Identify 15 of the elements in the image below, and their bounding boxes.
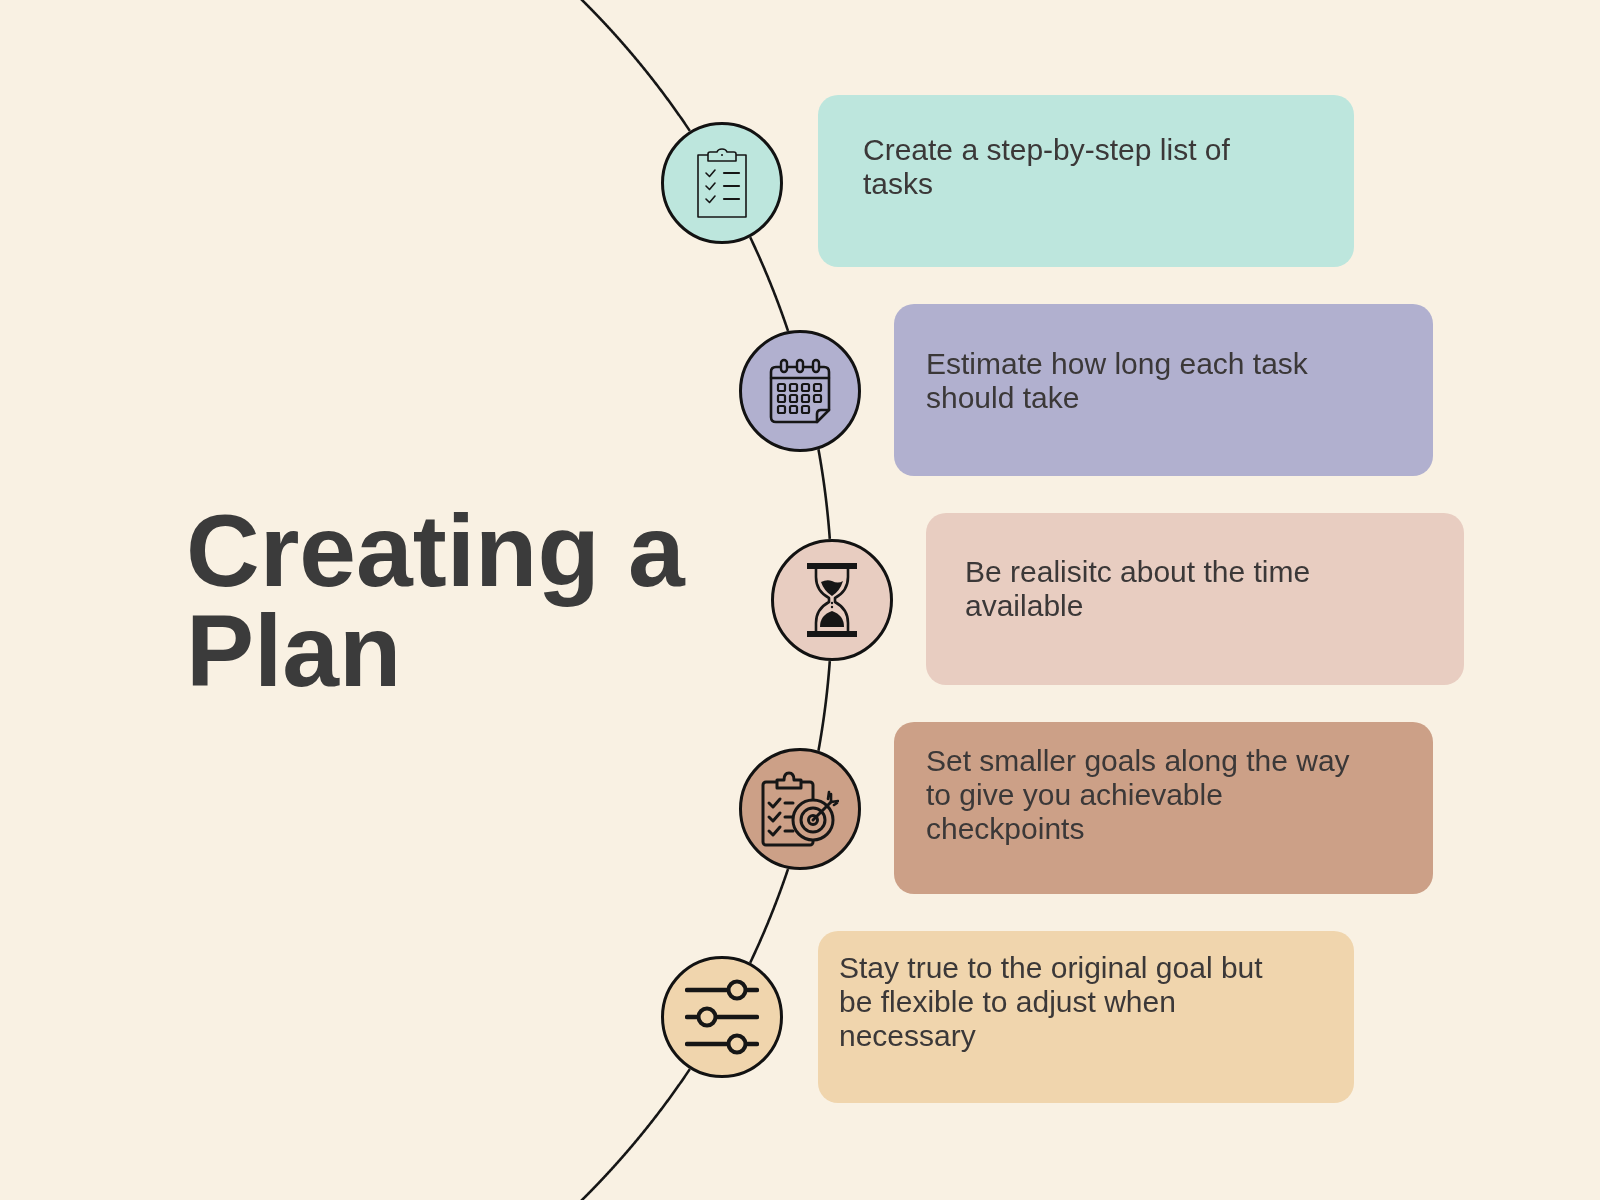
step-text: Stay true to the original goal but be flexible to adjust when necessary <box>839 951 1264 1053</box>
step-card <box>818 95 1354 267</box>
step-card <box>926 513 1464 685</box>
step-text: Create a step-by-step list of tasks <box>863 133 1231 201</box>
step-card <box>894 722 1433 894</box>
step-text: Set smaller goals along the way to give you achievable checkpoints <box>926 744 1351 846</box>
step-card <box>818 931 1354 1103</box>
timeline-arc <box>817 660 832 752</box>
step-text: Be realisitc about the time available <box>965 555 1312 623</box>
step-card <box>894 304 1433 476</box>
timeline-arc <box>817 448 832 540</box>
diagram-title: Creating a Plan <box>186 501 687 701</box>
timeline-arc <box>749 868 790 964</box>
step-text: Estimate how long each task should take <box>926 347 1309 415</box>
timeline-arc <box>749 236 790 332</box>
